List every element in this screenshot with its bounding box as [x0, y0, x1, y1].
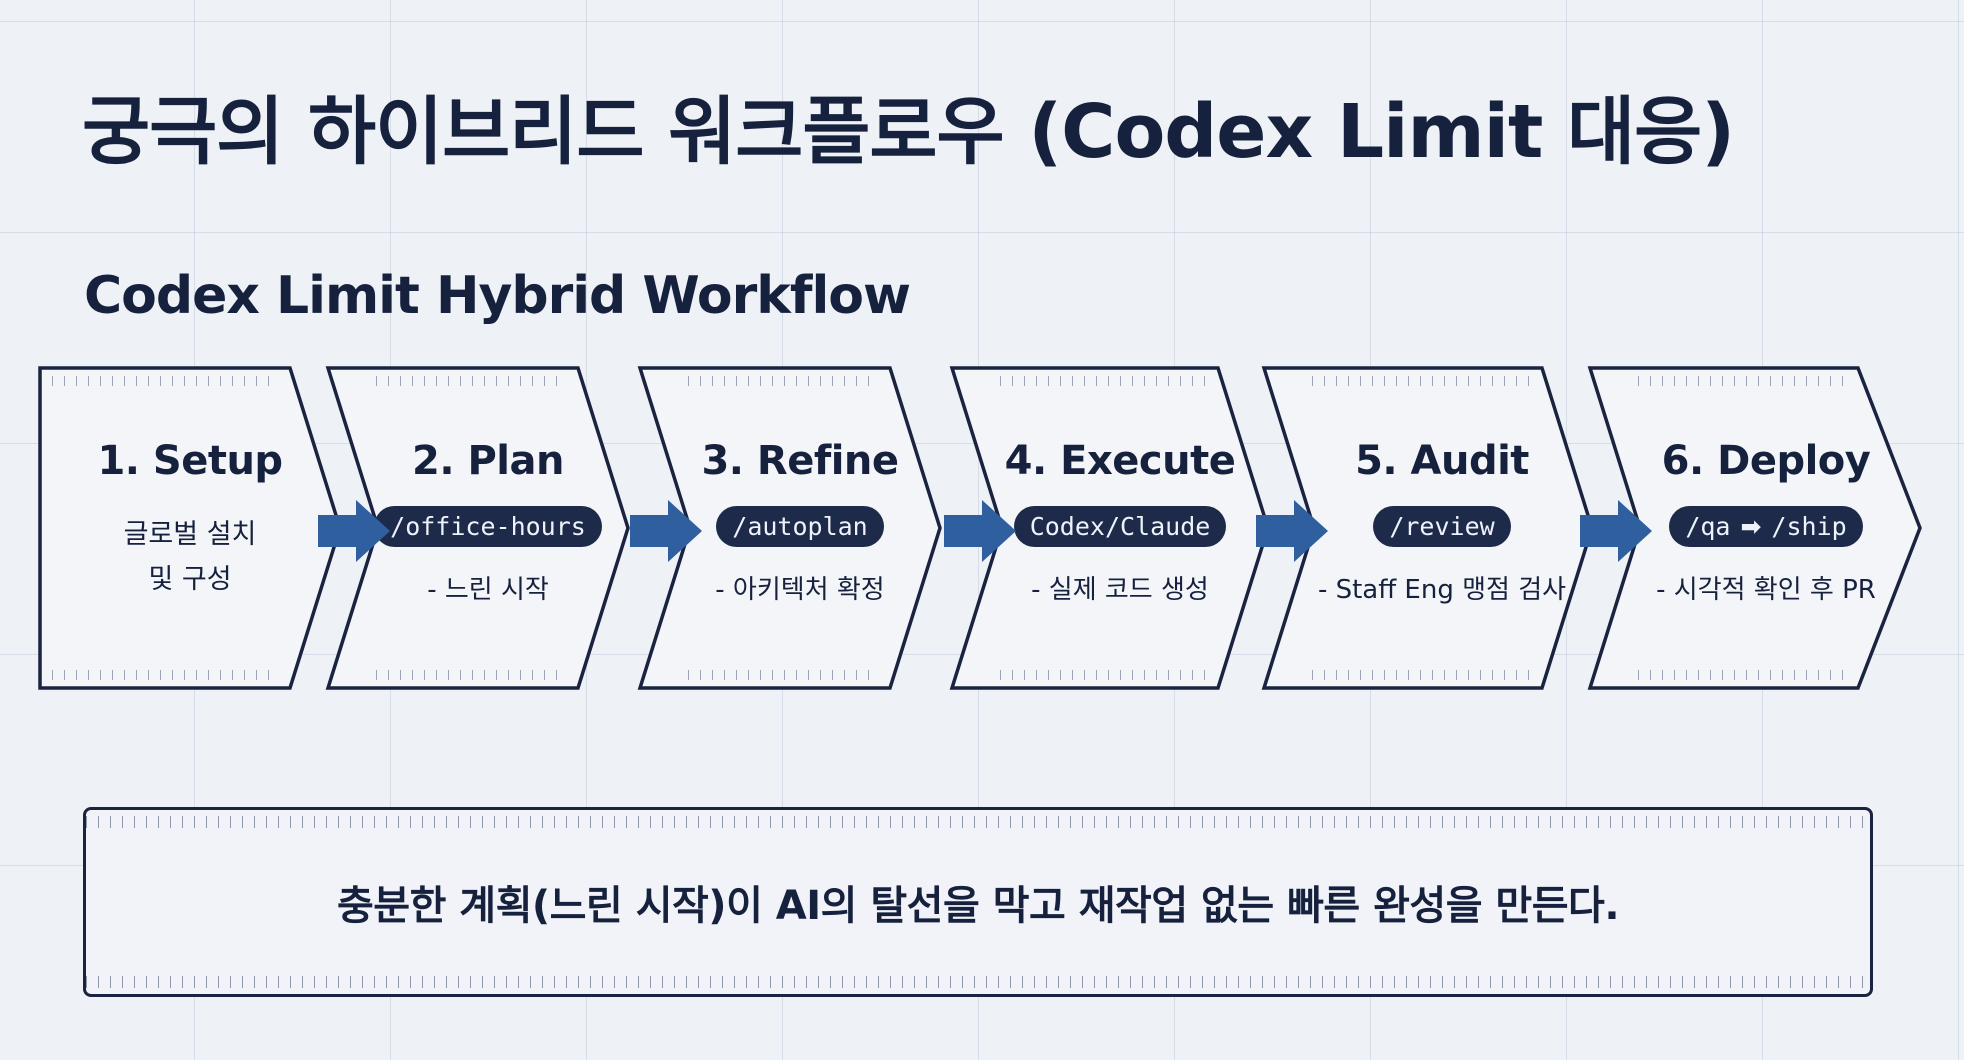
summary-box: 충분한 계획(느린 시작)이 AI의 탈선을 막고 재작업 없는 빠른 완성을 … [83, 807, 1873, 997]
command-pill: /qa ➡ /ship [1669, 506, 1863, 547]
command-label: /autoplan [732, 512, 868, 541]
command-pill: /office-hours [374, 506, 602, 547]
command-pill: /autoplan [716, 506, 884, 547]
command-label: /office-hours [390, 512, 586, 541]
command-pill: Codex/Claude [1013, 506, 1227, 547]
summary-text: 충분한 계획(느린 시작)이 AI의 탈선을 막고 재작업 없는 빠른 완성을 … [336, 883, 1620, 929]
step-title: 4. Execute [1004, 438, 1236, 484]
step-note: - 아키텍처 확정 [715, 575, 885, 605]
connector-arrow-icon [630, 500, 702, 562]
command-label: /review [1389, 512, 1495, 541]
connector-arrow-icon [1580, 500, 1652, 562]
step-plan: 2. Plan /office-hours - 느린 시작 [325, 366, 630, 690]
step-title: 6. Deploy [1661, 438, 1871, 484]
step-title: 2. Plan [412, 438, 564, 484]
step-note: - 실제 코드 생성 [1031, 575, 1209, 605]
step-note: - Staff Eng 맹점 검사 [1317, 575, 1567, 605]
step-title: 3. Refine [701, 438, 899, 484]
step-note: - 느린 시작 [427, 575, 549, 605]
page-title: 궁극의 하이브리드 워크플로우 (Codex Limit 대응) [82, 89, 1735, 175]
step-execute: 4. Execute Codex/Claude - 실제 코드 생성 [949, 366, 1270, 690]
page-subtitle: Codex Limit Hybrid Workflow [84, 266, 911, 326]
command-label-qa: /qa [1685, 512, 1731, 541]
step-audit: 5. Audit /review - Staff Eng 맹점 검사 [1261, 366, 1594, 690]
connector-arrow-icon [1256, 500, 1328, 562]
command-pill: /review [1373, 506, 1511, 547]
step-title: 1. Setup [97, 438, 283, 484]
step-refine: 3. Refine /autoplan - 아키텍처 확정 [637, 366, 942, 690]
right-arrow-icon: ➡ [1740, 512, 1762, 541]
step-setup: 1. Setup 글로벌 설치 및 구성 [38, 366, 342, 690]
step-deploy: 6. Deploy /qa ➡ /ship - 시각적 확인 후 PR [1587, 366, 1922, 690]
step-note: - 시각적 확인 후 PR [1656, 575, 1876, 605]
step-title: 5. Audit [1355, 438, 1529, 484]
step-shape [38, 366, 342, 690]
step-description: 글로벌 설치 및 구성 [123, 519, 257, 595]
command-label: Codex/Claude [1029, 512, 1211, 541]
command-label-ship: /ship [1771, 512, 1847, 541]
connector-arrow-icon [944, 500, 1016, 562]
connector-arrow-icon [318, 500, 390, 562]
